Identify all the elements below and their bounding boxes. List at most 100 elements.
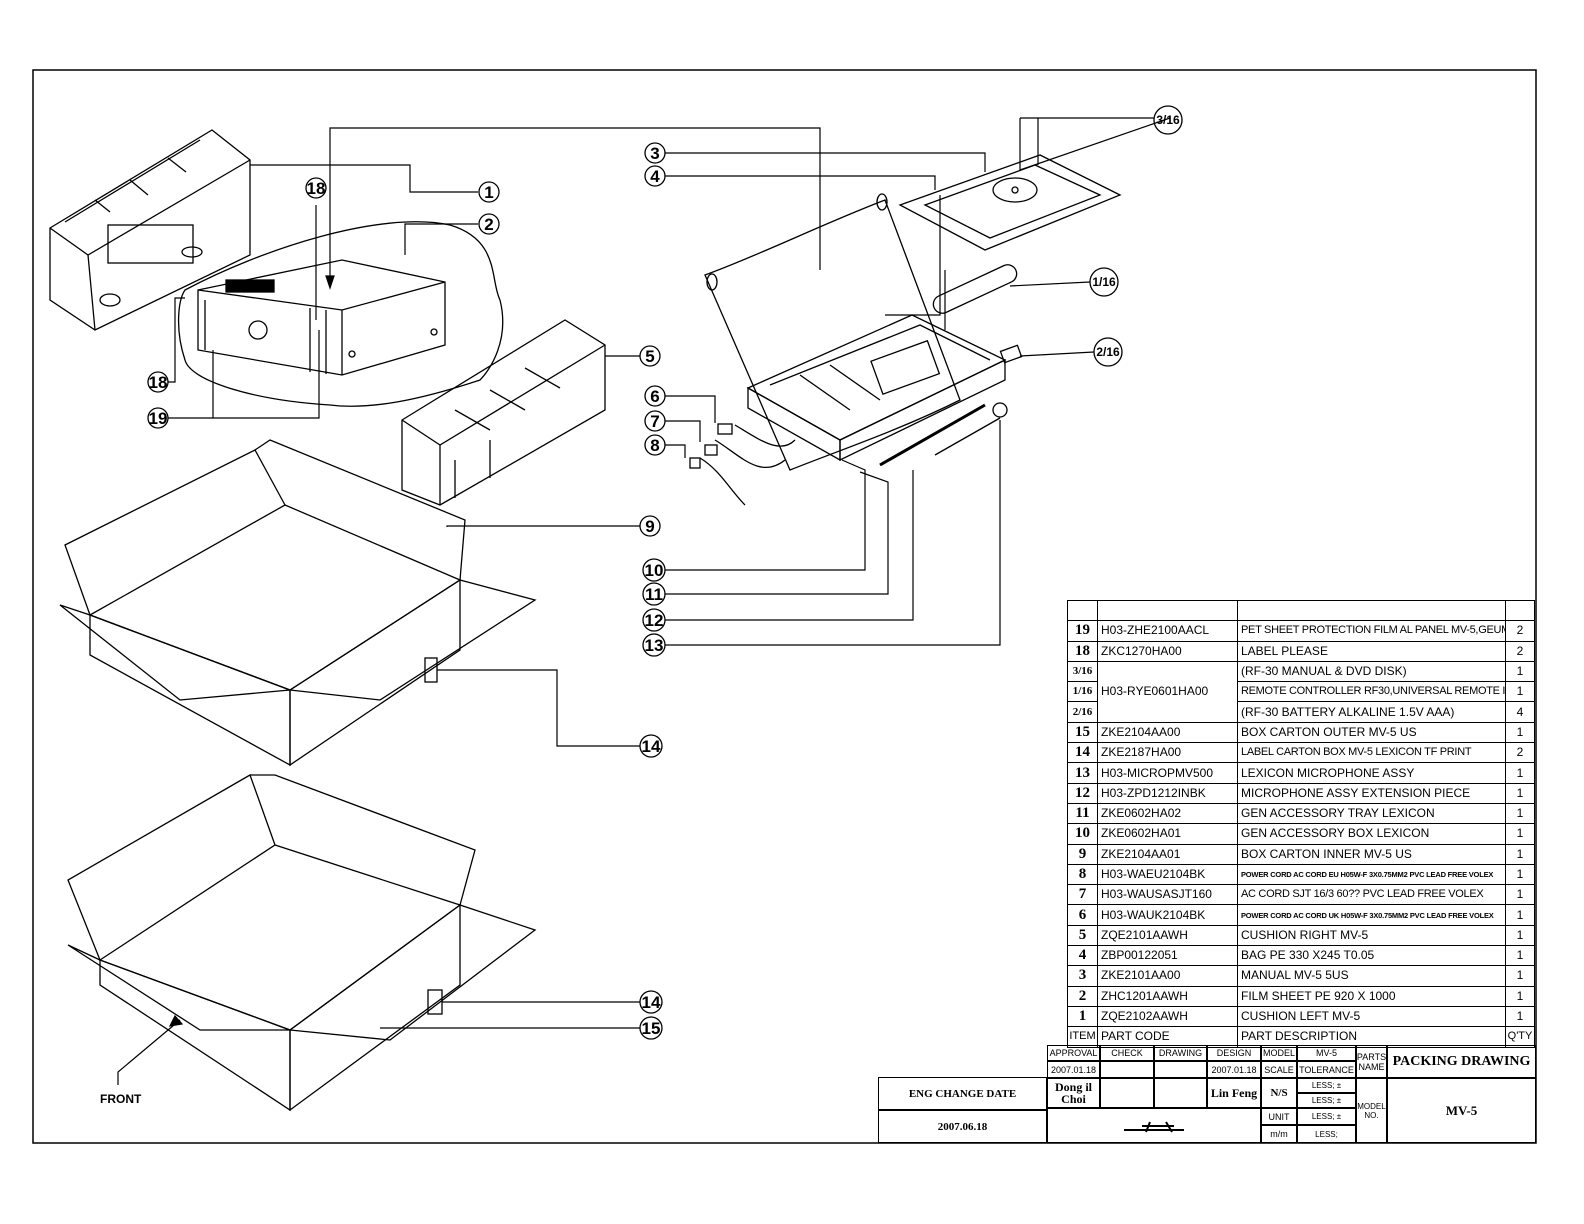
quantity: 2: [1505, 640, 1535, 662]
svg-text:2: 2: [484, 215, 493, 234]
table-row: 1 ZQE2102AAWH CUSHION LEFT MV-5 1: [1067, 1005, 1535, 1028]
part-description: GEN ACCESSORY TRAY LEXICON: [1237, 802, 1506, 825]
part-description: (RF-30 MANUAL & DVD DISK): [1237, 660, 1506, 683]
part-description: POWER CORD AC CORD EU H05W-F 3X0.75MM2 P…: [1237, 863, 1506, 886]
model-no: MV-5: [1387, 1078, 1536, 1143]
unit-value: m/m: [1261, 1125, 1297, 1143]
item-no: 14: [1067, 742, 1098, 764]
part-description: FILM SHEET PE 920 X 1000: [1237, 985, 1506, 1007]
table-row: 3 ZKE2101AA00 MANUAL MV-5 5US 1: [1067, 965, 1535, 987]
item-no: 6: [1067, 904, 1098, 926]
model-no-label: MODEL NO.: [1356, 1078, 1387, 1143]
part-code: H03-WAEU2104BK: [1097, 863, 1238, 886]
design-date: 2007.01.18: [1207, 1061, 1261, 1078]
table-row: 3/16 H03-RYE0601HA00 (RF-30 MANUAL & DVD…: [1067, 660, 1535, 723]
balloon-3: 3: [644, 142, 666, 164]
header-qty: Q'TY: [1505, 1026, 1535, 1048]
svg-text:15: 15: [642, 1019, 661, 1038]
part-code: ZKE2104AA01: [1097, 843, 1238, 865]
cushion-left: [49, 129, 251, 331]
table-row: 2/16 (RF-30 BATTERY ALKALINE 1.5V AAA) 4: [1067, 701, 1535, 723]
accessory-box: [746, 314, 1007, 462]
balloon-18-left: 18: [147, 371, 169, 393]
svg-text:18: 18: [149, 373, 168, 392]
balloon-2-16: 2/16: [1093, 337, 1123, 367]
sheet-border: [32, 69, 1537, 1144]
balloon-11: 11: [642, 582, 666, 606]
unit-label: UNIT: [1261, 1108, 1297, 1125]
table-row: 9 ZKE2104AA01 BOX CARTON INNER MV-5 US 1: [1067, 843, 1535, 865]
part-code: ZBP00122051: [1097, 945, 1238, 967]
balloon-4: 4: [644, 165, 666, 187]
svg-text:7: 7: [650, 412, 659, 431]
table-row: 19 H03-ZHE2100AACL PET SHEET PROTECTION …: [1067, 620, 1535, 642]
quantity: 2: [1505, 620, 1535, 642]
svg-text:13: 13: [645, 636, 664, 655]
design-label: DESIGN: [1207, 1045, 1261, 1061]
table-row: 7 H03-WAUSASJT160 AC CORD SJT 16/3 60?? …: [1067, 884, 1535, 906]
balloon-8: 8: [644, 434, 666, 456]
quantity: 1: [1505, 802, 1535, 825]
header-part-description: PART DESCRIPTION: [1237, 1026, 1506, 1048]
balloon-19: 19: [147, 407, 169, 429]
balloon-3-16: 3/16: [1153, 105, 1183, 135]
balloon-14-inner: 14: [639, 734, 663, 758]
item-no: 18: [1067, 640, 1098, 662]
quantity: 1: [1505, 945, 1535, 967]
svg-text:6: 6: [650, 387, 659, 406]
table-row: 1/16 REMOTE CONTROLLER RF30,UNIVERSAL RE…: [1067, 681, 1535, 703]
part-code: ZQE2101AAWH: [1097, 924, 1238, 947]
balloon-5: 5: [639, 345, 661, 367]
item-no: 19: [1067, 620, 1098, 642]
table-row: 13 H03-MICROPMV500 LEXICON MICROPHONE AS…: [1067, 762, 1535, 784]
svg-text:19: 19: [149, 409, 168, 428]
part-description: MICROPHONE ASSY EXTENSION PIECE: [1237, 782, 1506, 804]
approval-label: APPROVAL: [1047, 1045, 1100, 1061]
quantity: 1: [1505, 1005, 1535, 1028]
balloon-12: 12: [642, 608, 666, 632]
svg-text:18: 18: [307, 179, 326, 198]
table-row: 2 ZHC1201AAWH FILM SHEET PE 920 X 1000 1: [1067, 985, 1535, 1007]
table-row: 15 ZKE2104AA00 BOX CARTON OUTER MV-5 US …: [1067, 721, 1535, 744]
part-description: BOX CARTON OUTER MV-5 US: [1237, 721, 1506, 744]
power-cords: [689, 423, 796, 506]
header-part-code: PART CODE: [1097, 1026, 1238, 1048]
svg-text:1/16: 1/16: [1092, 275, 1116, 289]
svg-text:4: 4: [650, 167, 660, 186]
parts-list-table: 19 H03-ZHE2100AACL PET SHEET PROTECTION …: [1067, 599, 1535, 1048]
svg-text:3/16: 3/16: [1156, 113, 1180, 127]
svg-text:1: 1: [484, 183, 493, 202]
part-code: H03-WAUSASJT160: [1097, 884, 1238, 906]
quantity: 1: [1505, 681, 1535, 703]
balloon-7: 7: [644, 410, 666, 432]
part-description: BOX CARTON INNER MV-5 US: [1237, 843, 1506, 865]
designer-name: Lin Feng: [1207, 1078, 1261, 1108]
model-value: MV-5: [1297, 1045, 1356, 1061]
part-description: LEXICON MICROPHONE ASSY: [1237, 762, 1506, 784]
quantity: 4: [1505, 701, 1535, 723]
checker-name: [1100, 1078, 1154, 1108]
svg-text:2/16: 2/16: [1096, 345, 1120, 359]
part-description: GEN ACCESSORY BOX LEXICON: [1237, 823, 1506, 845]
header-item: ITEM: [1067, 1026, 1098, 1048]
balloon-13: 13: [642, 633, 666, 657]
part-code: ZQE2102AAWH: [1097, 1005, 1238, 1028]
table-row: 10 ZKE0602HA01 GEN ACCESSORY BOX LEXICON…: [1067, 823, 1535, 845]
item-no: 9: [1067, 843, 1098, 865]
drawing-label: DRAWING: [1154, 1045, 1207, 1061]
part-code: H03-WAUK2104BK: [1097, 904, 1238, 926]
quantity: 1: [1505, 782, 1535, 804]
check-label: CHECK: [1100, 1045, 1154, 1061]
balloon-18-top: 18: [305, 177, 327, 199]
part-description: REMOTE CONTROLLER RF30,UNIVERSAL REMOTE …: [1237, 681, 1506, 703]
item-no: 3: [1067, 965, 1098, 987]
item-no: 1: [1067, 1005, 1098, 1028]
item-no: 2: [1067, 985, 1098, 1007]
part-code: H03-MICROPMV500: [1097, 762, 1238, 784]
item-no: 7: [1067, 884, 1098, 906]
balloon-2: 2: [478, 213, 500, 235]
part-description: LABEL CARTON BOX MV-5 LEXICON TF PRINT: [1237, 742, 1506, 764]
table-row: 14 ZKE2187HA00 LABEL CARTON BOX MV-5 LEX…: [1067, 742, 1535, 764]
table-row: 11 ZKE0602HA02 GEN ACCESSORY TRAY LEXICO…: [1067, 802, 1535, 825]
quantity: 2: [1505, 742, 1535, 764]
